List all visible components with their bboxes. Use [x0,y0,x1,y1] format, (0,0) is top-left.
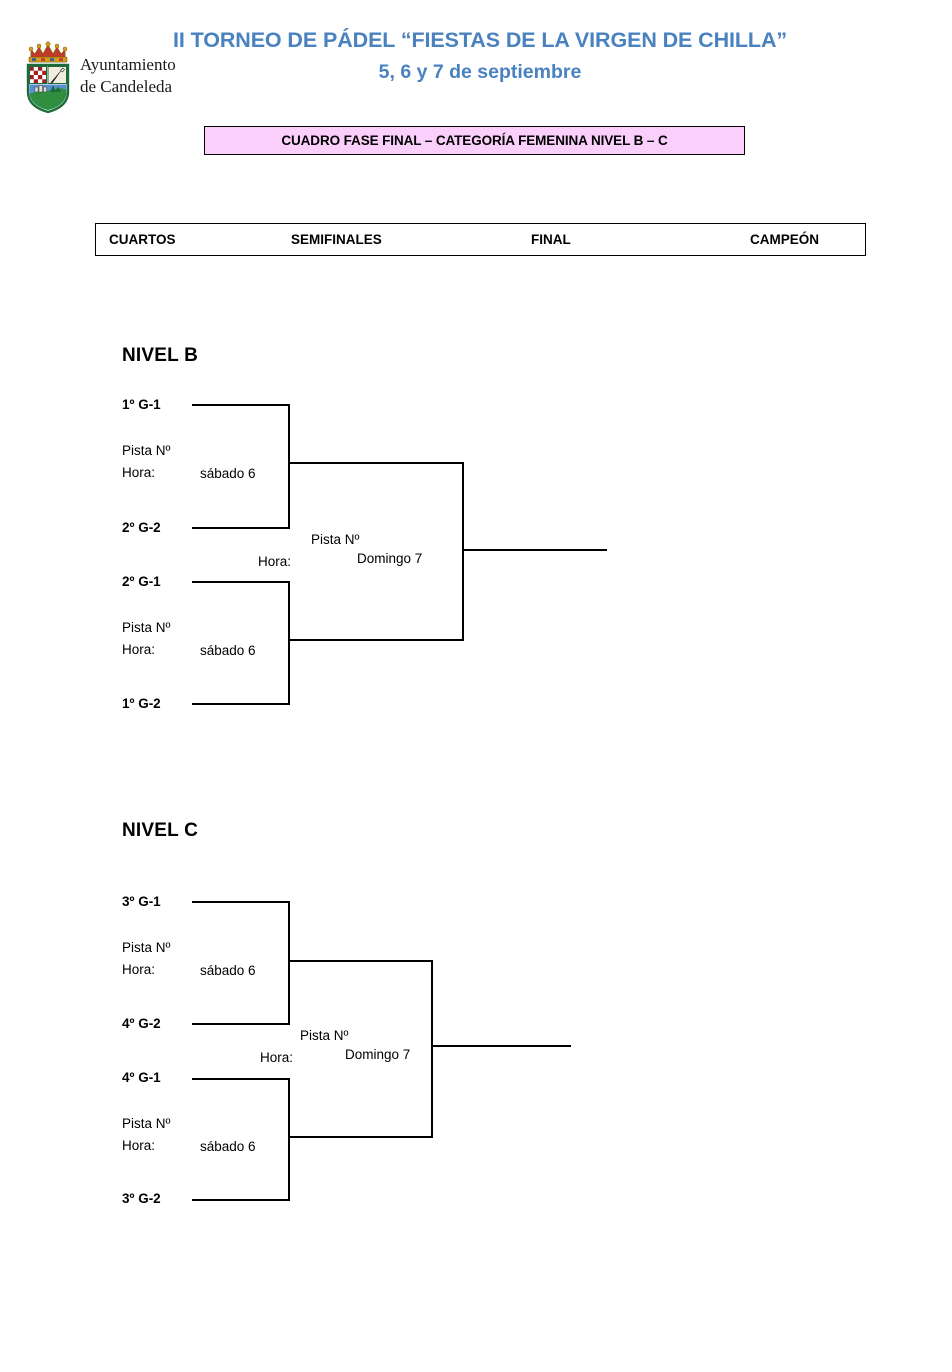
hora-label-b-q1: Hora: [122,464,156,480]
match-info-b-q2: Pista Nº Hora: [122,617,170,661]
bracket-line-b-q2-bottom [192,703,290,705]
tournament-title: II TORNEO DE PÁDEL “FIESTAS DE LA VIRGEN… [172,28,788,52]
bracket-line-b-q2-top [192,581,290,583]
section-title-nivel-c: NIVEL C [122,820,199,841]
hora-label-c-final: Hora: [260,1050,294,1065]
bracket-line-b-q1-top [192,404,290,406]
category-banner: CUADRO FASE FINAL – CATEGORÍA FEMENINA N… [204,126,745,155]
municipality-logo: Ayuntamiento de Candeleda [22,36,222,116]
municipality-name-line2: de Candeleda [80,77,173,96]
bracket-connector-c-q2 [288,1078,290,1200]
seed-c-q2-bottom: 3º G-2 [122,1191,161,1206]
seed-b-q2-top: 2º G-1 [122,574,161,589]
match-day-b-q1: sábado 6 [200,466,256,481]
final-day-b: Domingo 7 [357,551,423,566]
pista-label-c-final: Pista Nº [300,1028,349,1043]
final-info-b-pista: Pista Nº [311,529,359,551]
bracket-line-c-q2-top [192,1078,290,1080]
final-info-c-hora: Hora: [260,1047,293,1069]
section-title-nivel-b: NIVEL B [122,345,199,366]
match-day-c-q2: sábado 6 [200,1139,256,1154]
bracket-line-c-sf-top [288,960,433,962]
municipality-name: Ayuntamiento de Candeleda [80,54,176,98]
round-header-table: CUARTOS SEMIFINALES FINAL CAMPEÓN [95,223,866,256]
document-title: II TORNEO DE PÁDEL “FIESTAS DE LA VIRGEN… [150,28,810,84]
pista-label-b-q1: Pista Nº [122,443,171,458]
bracket-line-c-champion [431,1045,571,1047]
category-banner-label: CUADRO FASE FINAL – CATEGORÍA FEMENINA N… [281,133,668,148]
seed-c-q2-top: 4º G-1 [122,1070,161,1085]
hora-label-b-final: Hora: [258,554,292,569]
round-header-cuartos: CUARTOS [109,232,176,247]
bracket-line-c-q1-bottom [192,1023,290,1025]
match-info-c-q2: Pista Nº Hora: [122,1113,170,1157]
tournament-dates: 5, 6 y 7 de septiembre [378,61,582,83]
pista-label-b-final: Pista Nº [311,532,360,547]
final-day-c: Domingo 7 [345,1047,411,1062]
bracket-connector-b-q2 [288,581,290,704]
match-day-c-q1: sábado 6 [200,963,256,978]
match-info-c-q1: Pista Nº Hora: [122,937,170,981]
hora-label-c-q2: Hora: [122,1137,156,1153]
bracket-line-b-sf-top [288,462,464,464]
hora-label-c-q1: Hora: [122,961,156,977]
bracket-line-b-sf-bottom [288,639,464,641]
bracket-connector-c-final [431,960,433,1137]
round-header-semifinales: SEMIFINALES [291,232,382,247]
seed-b-q2-bottom: 1º G-2 [122,696,161,711]
pista-label-c-q2: Pista Nº [122,1116,171,1131]
municipality-name-line1: Ayuntamiento [80,55,176,75]
round-header-final: FINAL [531,232,571,247]
bracket-connector-b-final [462,462,464,640]
bracket-line-b-champion [462,549,607,551]
seed-b-q1-top: 1º G-1 [122,397,161,412]
bracket-line-b-q1-bottom [192,527,290,529]
bracket-line-c-sf-bottom [288,1136,433,1138]
bracket-connector-c-q1 [288,901,290,1024]
seed-c-q1-bottom: 4º G-2 [122,1016,161,1031]
match-day-b-q2: sábado 6 [200,643,256,658]
bracket-line-c-q2-bottom [192,1199,290,1201]
bracket-line-c-q1-top [192,901,290,903]
seed-b-q1-bottom: 2º G-2 [122,520,161,535]
bracket-connector-b-q1 [288,404,290,528]
seed-c-q1-top: 3º G-1 [122,894,161,909]
final-info-c-pista: Pista Nº [300,1025,348,1047]
final-info-b-hora: Hora: [258,551,291,573]
pista-label-b-q2: Pista Nº [122,620,171,635]
pista-label-c-q1: Pista Nº [122,940,171,955]
hora-label-b-q2: Hora: [122,641,156,657]
candeleda-coat-of-arms-icon [26,41,70,114]
round-header-campeon: CAMPEÓN [750,232,820,247]
match-info-b-q1: Pista Nº Hora: [122,440,170,484]
